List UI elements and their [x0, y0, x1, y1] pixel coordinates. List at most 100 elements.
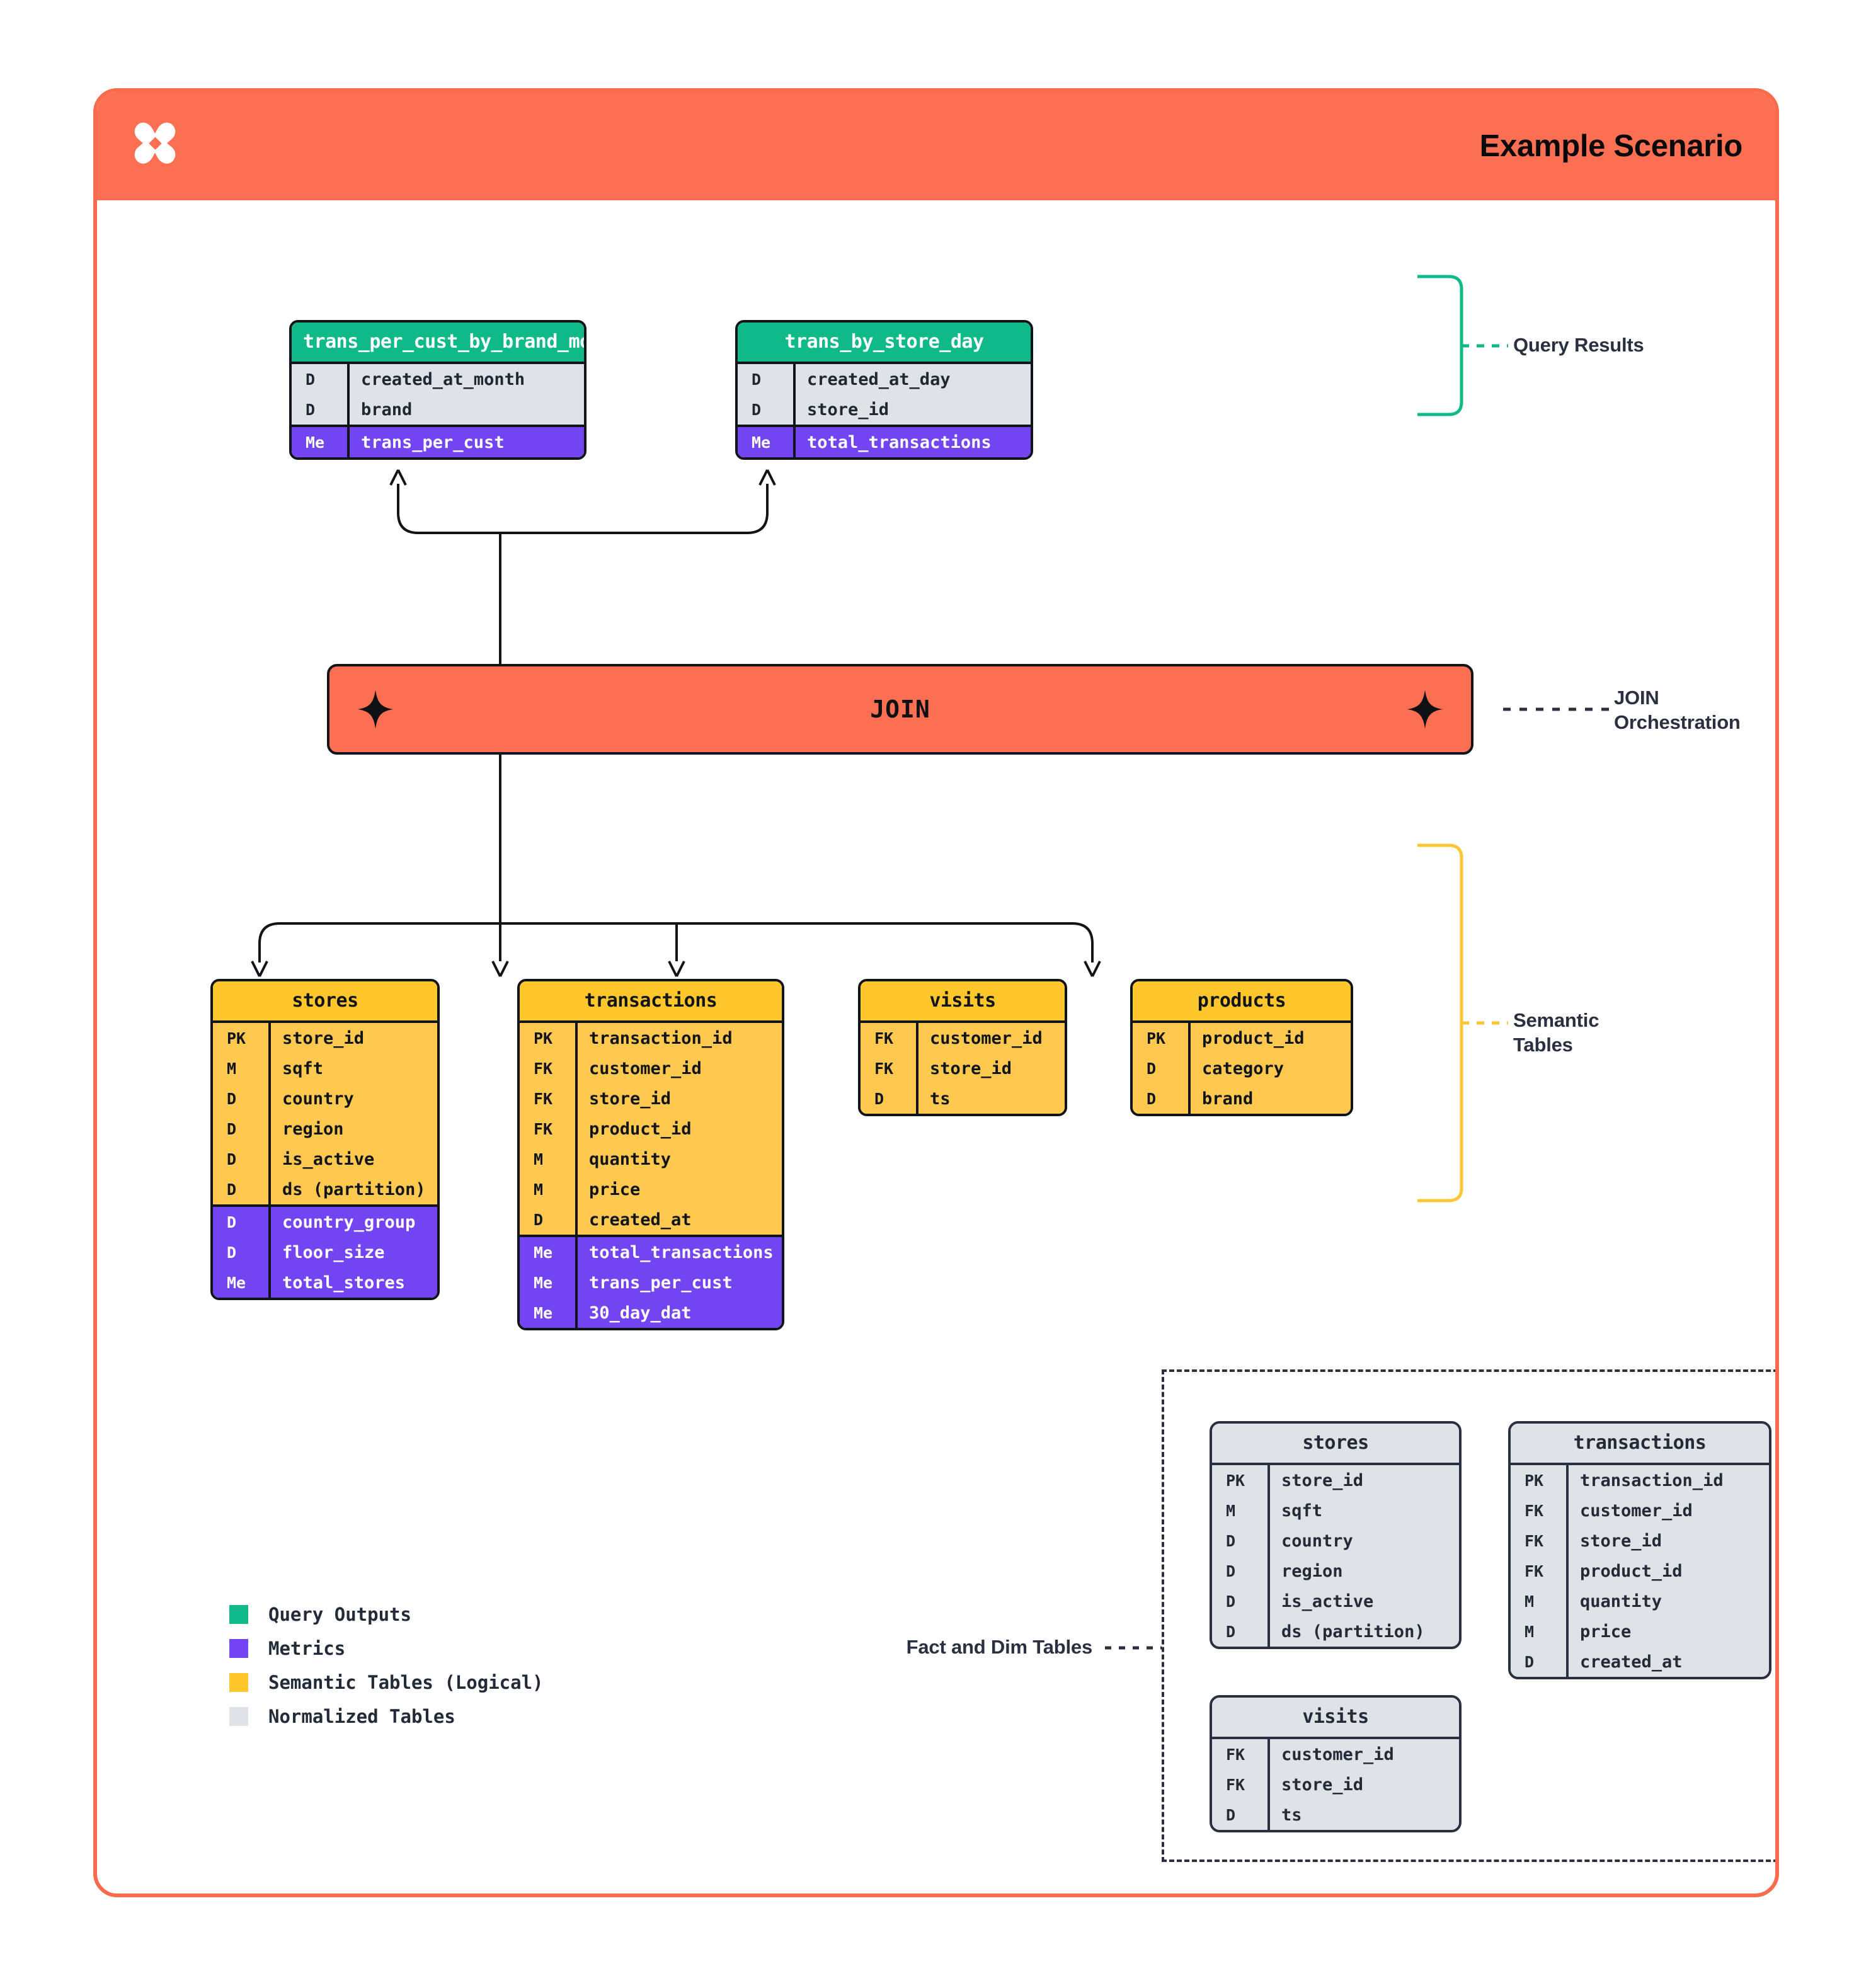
key-badge: D: [1525, 1652, 1535, 1671]
table-row: D store_id: [738, 394, 1031, 425]
key-badge: M: [1226, 1501, 1236, 1520]
field-name: price: [589, 1179, 641, 1199]
legend: Query Outputs Metrics Semantic Tables (L…: [229, 1597, 544, 1734]
legend-label: Metrics: [268, 1638, 346, 1659]
field-name: quantity: [589, 1149, 672, 1169]
key-badge: FK: [1525, 1531, 1544, 1550]
legend-swatch-semantic-tables: [229, 1673, 248, 1692]
table-row: Me total_transactions: [738, 427, 1031, 457]
key-badge: Me: [534, 1243, 553, 1262]
key-badge: FK: [534, 1089, 553, 1108]
field-name: store_id: [1580, 1531, 1662, 1551]
sparkle-icon: [357, 690, 394, 729]
key-badge: D: [752, 400, 762, 419]
legend-swatch-normalized-tables: [229, 1707, 248, 1726]
field-name: trans_per_cust: [589, 1272, 733, 1293]
key-badge: M: [534, 1150, 544, 1168]
key-badge: FK: [874, 1029, 894, 1048]
key-badge: FK: [874, 1059, 894, 1078]
key-badge: Me: [752, 433, 771, 452]
table-dimensions: D created_at_day D store_id: [738, 362, 1031, 425]
field-name: category: [1202, 1058, 1285, 1078]
key-badge: Me: [534, 1273, 553, 1292]
key-badge: FK: [1226, 1745, 1245, 1764]
field-name: trans_per_cust: [361, 432, 505, 452]
field-name: total_transactions: [589, 1242, 774, 1262]
key-badge: D: [306, 370, 316, 389]
key-badge: D: [752, 370, 762, 389]
table-row: PK transaction_id: [520, 1023, 782, 1053]
field-name: store_id: [1281, 1774, 1364, 1795]
field-name: transaction_id: [1580, 1470, 1724, 1490]
field-name: 30_day_dat: [589, 1303, 692, 1323]
field-name: store_id: [589, 1088, 672, 1109]
key-badge: PK: [534, 1029, 553, 1048]
field-name: transaction_id: [589, 1028, 733, 1048]
field-name: country: [1281, 1531, 1353, 1551]
annotation-join-orchestration: JOIN Orchestration: [1614, 686, 1741, 735]
table-row: D created_at_day: [738, 364, 1031, 394]
key-badge: D: [1226, 1805, 1236, 1824]
join-orchestration-bar[interactable]: JOIN: [327, 664, 1473, 755]
table-row: Me trans_per_cust: [520, 1267, 782, 1298]
key-badge: FK: [534, 1119, 553, 1138]
field-name: region: [282, 1119, 344, 1139]
table-title: visits: [861, 981, 1065, 1020]
field-name: ts: [1281, 1805, 1302, 1825]
legend-item-metrics: Metrics: [229, 1631, 544, 1665]
query-result-table-0[interactable]: trans_per_cust_by_brand_month D created_…: [289, 320, 586, 460]
table-metrics: Me total_transactions Me trans_per_cust Me…: [520, 1235, 782, 1328]
key-badge: D: [227, 1180, 237, 1199]
table-title: transactions: [520, 981, 782, 1020]
table-title: transactions: [1511, 1424, 1769, 1465]
table-row: D brand: [292, 394, 584, 425]
field-name: is_active: [282, 1149, 375, 1169]
field-name: store_id: [930, 1058, 1012, 1078]
table-row: FK store_id: [520, 1083, 782, 1114]
legend-item-semantic-tables: Semantic Tables (Logical): [229, 1665, 544, 1700]
field-name: brand: [1202, 1088, 1254, 1109]
field-name: price: [1580, 1621, 1632, 1642]
scenario-card: Example Scenario: [93, 88, 1779, 1897]
query-result-table-1[interactable]: trans_by_store_day D created_at_day D st…: [735, 320, 1033, 460]
field-name: product_id: [1580, 1561, 1683, 1581]
field-name: store_id: [1281, 1470, 1364, 1490]
table-title: trans_per_cust_by_brand_month: [292, 323, 584, 362]
field-name: country: [282, 1088, 354, 1109]
field-name: product_id: [1202, 1028, 1305, 1048]
key-badge: Me: [306, 433, 325, 452]
table-dimensions: D created_at_month D brand: [292, 362, 584, 425]
key-badge: D: [227, 1213, 237, 1231]
